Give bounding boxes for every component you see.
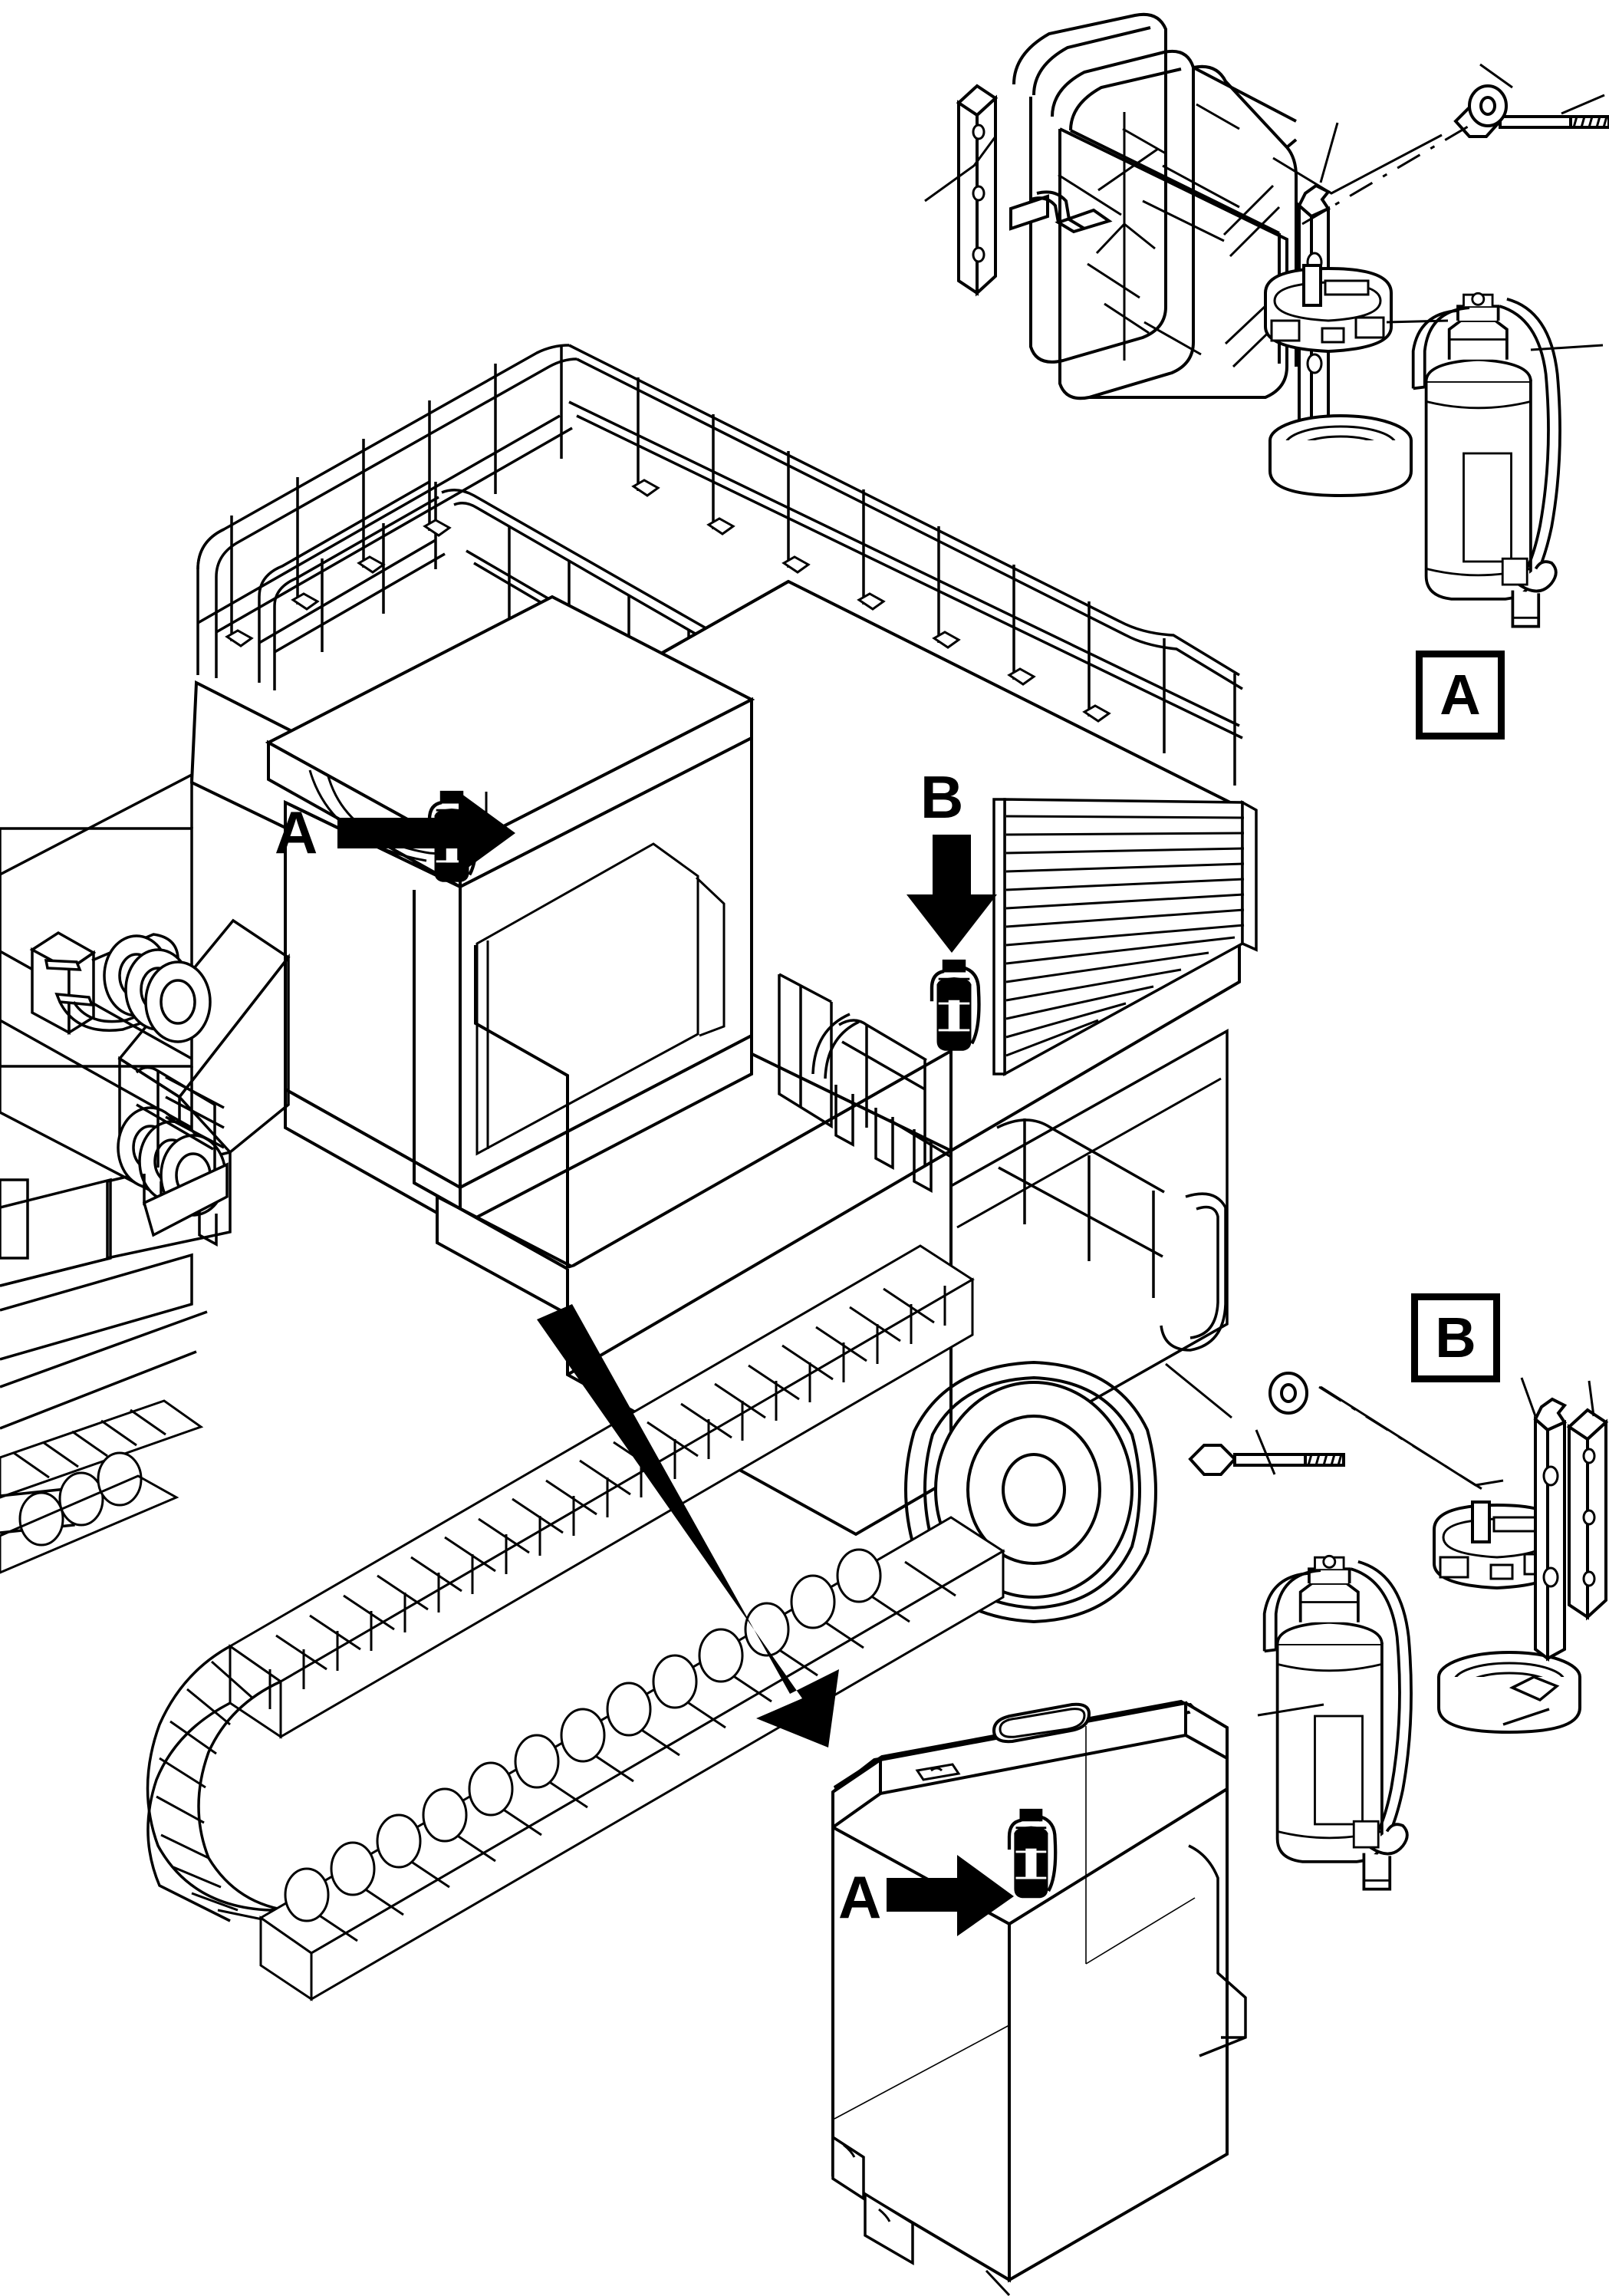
detail-a-protective-cover	[1009, 12, 1298, 400]
detail-b-callout-box: B	[1411, 1293, 1500, 1382]
detail-b-washer	[1268, 1372, 1308, 1415]
machine-label-b-text: B	[920, 763, 964, 831]
detail-a-assembly-axis	[1301, 120, 1478, 226]
detail-a-strip-leader	[924, 136, 997, 203]
radiator-louver-slats	[1005, 815, 1245, 1057]
detail-a-callout-box: A	[1416, 651, 1505, 740]
tank-label-a-text: A	[838, 1863, 882, 1931]
detail-b-mounting-bracket	[1534, 1398, 1566, 1660]
left-track-shoes	[0, 1399, 204, 1574]
detail-a-base-ring	[1268, 414, 1413, 497]
detail-pointer-arrow	[537, 1304, 839, 1748]
tank-fire-extinguisher	[1009, 1810, 1055, 1896]
tank-side-fragment	[1502, 1675, 1560, 1726]
detail-a-fire-extinguisher	[1411, 292, 1561, 628]
tank-label-a: A	[838, 1867, 881, 1927]
crawler-track-lower-run	[258, 1516, 1005, 2001]
machine-label-a-text: A	[275, 799, 318, 866]
detail-a-clamp-ring	[1264, 264, 1393, 353]
side-ladder	[135, 1066, 229, 1247]
tank-arrow-a	[887, 1855, 1014, 1936]
detail-b-base-ring	[1437, 1651, 1581, 1734]
machine-label-b: B	[920, 767, 963, 827]
access-stairway	[778, 973, 1227, 1352]
detail-a-washer	[1468, 84, 1508, 127]
detail-b-hex-bolt	[1189, 1444, 1345, 1476]
detail-b-fire-extinguisher	[1262, 1554, 1413, 1891]
machine-label-a: A	[275, 802, 318, 862]
detail-a-callout-label: A	[1440, 663, 1481, 726]
crawler-track-front-curve	[146, 1645, 388, 1922]
tank-module	[831, 1699, 1247, 2296]
machine-arrow-b	[907, 835, 997, 953]
detail-b-mounting-strip	[1568, 1408, 1607, 1619]
machine-arrow-a	[337, 792, 515, 875]
detail-a-mounting-strip	[957, 84, 997, 295]
body-side-panels	[949, 1029, 1229, 1484]
detail-b-callout-label: B	[1435, 1306, 1476, 1369]
